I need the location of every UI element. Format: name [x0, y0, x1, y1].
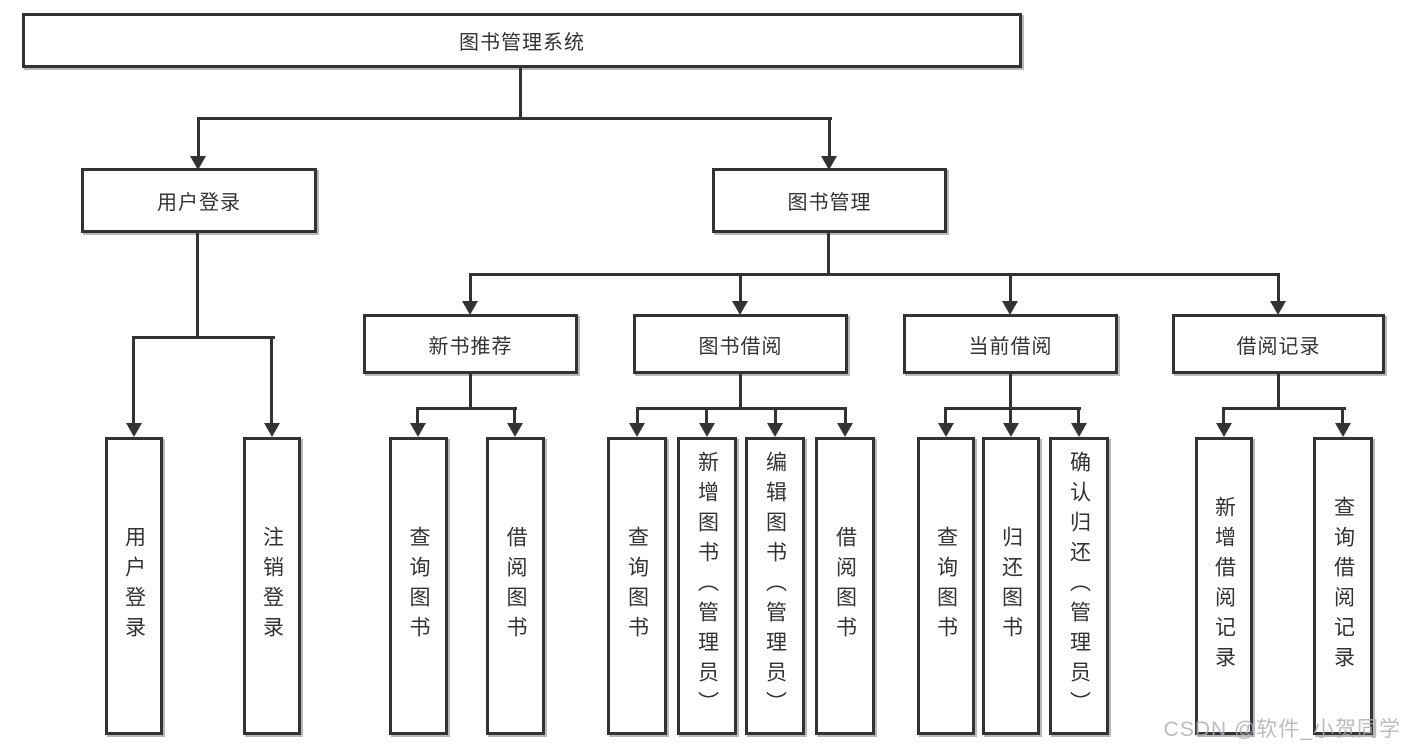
- connector-line: [1277, 273, 1280, 304]
- node-label: 编辑图书（管理员）: [763, 451, 787, 721]
- connector-line: [1077, 407, 1080, 425]
- arrow-down-icon: [1270, 301, 1286, 315]
- node-label: 用户登录: [122, 526, 146, 646]
- node-label: 图书借阅: [698, 335, 783, 358]
- node-new-book-recommend: 新书推荐: [363, 314, 578, 374]
- connector-line: [197, 117, 832, 120]
- connector-line: [636, 407, 639, 425]
- arrow-down-icon: [629, 423, 645, 437]
- csdn-watermark: CSDN @软件_小贺同学: [1163, 718, 1401, 741]
- node-label: 新增借阅记录: [1212, 496, 1236, 676]
- connector-line: [944, 407, 947, 425]
- arrow-down-icon: [190, 156, 206, 170]
- arrow-down-icon: [1071, 423, 1087, 437]
- connector-line: [197, 117, 200, 159]
- leaf-add-book-admin: 新增图书（管理员）: [677, 437, 737, 735]
- connector-line: [513, 407, 516, 425]
- connector-line: [1341, 407, 1344, 425]
- node-label: 新增图书（管理员）: [695, 451, 719, 721]
- arrow-down-icon: [837, 423, 853, 437]
- connector-line: [1009, 374, 1012, 410]
- connector-line: [132, 336, 275, 339]
- leaf-confirm-return-admin: 确认归还（管理员）: [1049, 437, 1109, 735]
- leaf-borrow-books-borrowing: 借阅图书: [815, 437, 875, 735]
- arrow-down-icon: [264, 423, 280, 437]
- arrow-down-icon: [767, 423, 783, 437]
- node-label: 借阅图书: [833, 526, 857, 646]
- leaf-query-books-recommend: 查询图书: [389, 437, 448, 735]
- connector-line: [636, 407, 847, 410]
- node-label: 查询借阅记录: [1331, 496, 1355, 676]
- connector-line: [469, 273, 1280, 276]
- connector-line: [828, 117, 831, 159]
- connector-line: [774, 407, 777, 425]
- connector-line: [270, 336, 273, 424]
- arrow-down-icon: [699, 423, 715, 437]
- arrow-down-icon: [1335, 423, 1351, 437]
- connector-line: [196, 233, 199, 339]
- connector-line: [827, 233, 830, 276]
- node-label: 借阅记录: [1236, 335, 1321, 358]
- connector-line: [944, 407, 1081, 410]
- connector-line: [1277, 374, 1280, 410]
- leaf-add-borrow-record: 新增借阅记录: [1195, 437, 1253, 735]
- arrow-down-icon: [507, 423, 523, 437]
- connector-line: [844, 407, 847, 425]
- leaf-borrow-books-recommend: 借阅图书: [486, 437, 545, 735]
- arrow-down-icon: [1002, 301, 1018, 315]
- node-label: 图书管理系统: [459, 32, 585, 54]
- connector-line: [469, 273, 472, 304]
- leaf-logout: 注销登录: [243, 437, 301, 735]
- leaf-query-books-current: 查询图书: [917, 437, 975, 735]
- node-label: 当前借阅: [968, 335, 1053, 358]
- node-label: 查询图书: [407, 526, 430, 646]
- arrow-down-icon: [462, 301, 478, 315]
- leaf-query-books-borrowing: 查询图书: [607, 437, 667, 735]
- connector-line: [739, 273, 742, 304]
- node-user-login: 用户登录: [81, 168, 317, 233]
- node-library-system: 图书管理系统: [22, 13, 1022, 68]
- node-label: 查询图书: [934, 526, 958, 646]
- leaf-query-borrow-record: 查询借阅记录: [1313, 437, 1373, 735]
- connector-line: [705, 407, 708, 425]
- connector-line: [469, 374, 472, 410]
- node-label: 新书推荐: [428, 335, 513, 358]
- node-label: 借阅图书: [504, 526, 527, 646]
- leaf-return-books: 归还图书: [982, 437, 1040, 735]
- connector-line: [1009, 273, 1012, 304]
- arrow-down-icon: [126, 423, 142, 437]
- node-label: 确认归还（管理员）: [1067, 451, 1091, 721]
- arrow-down-icon: [938, 423, 954, 437]
- node-label: 归还图书: [999, 526, 1023, 646]
- node-label: 查询图书: [625, 526, 649, 646]
- node-borrowing-records: 借阅记录: [1172, 314, 1385, 374]
- connector-line: [1222, 407, 1225, 425]
- connector-line: [739, 374, 742, 410]
- arrow-down-icon: [410, 423, 426, 437]
- node-book-management: 图书管理: [712, 168, 947, 233]
- connector-line: [416, 407, 419, 425]
- arrow-down-icon: [1003, 423, 1019, 437]
- node-current-borrowing: 当前借阅: [903, 314, 1118, 374]
- leaf-user-login: 用户登录: [105, 437, 163, 735]
- node-book-borrowing: 图书借阅: [633, 314, 848, 374]
- node-label: 用户登录: [157, 192, 241, 214]
- arrow-down-icon: [732, 301, 748, 315]
- connector-line: [132, 336, 135, 424]
- arrow-down-icon: [821, 156, 837, 170]
- connector-line: [1222, 407, 1346, 410]
- connector-line: [1009, 407, 1012, 425]
- connector-line: [416, 407, 517, 410]
- connector-line: [519, 68, 522, 117]
- node-label: 图书管理: [787, 192, 872, 214]
- leaf-edit-book-admin: 编辑图书（管理员）: [745, 437, 805, 735]
- node-label: 注销登录: [260, 526, 284, 646]
- arrow-down-icon: [1216, 423, 1232, 437]
